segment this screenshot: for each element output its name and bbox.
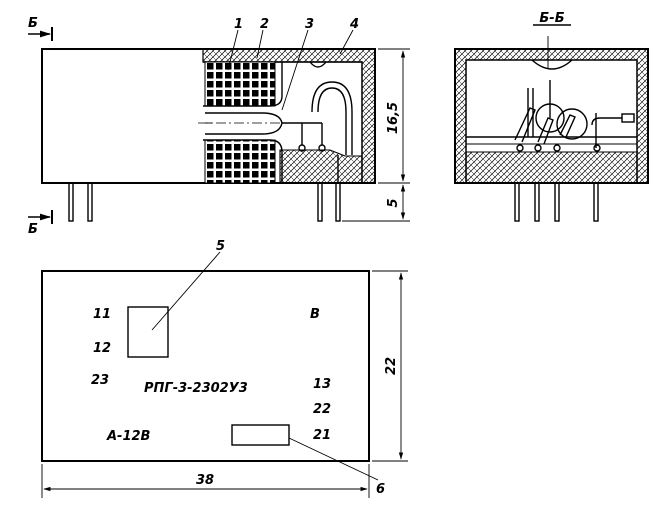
section-letter-top: Б: [28, 16, 38, 31]
marking-window: [231, 424, 290, 446]
wire-loop: [311, 81, 353, 155]
dim-22: 22: [384, 357, 399, 375]
base-compound: [279, 149, 363, 184]
rating-marking: А-12В: [106, 429, 151, 444]
callout-3: 3: [305, 17, 314, 32]
pin-label-13: 13: [313, 377, 331, 392]
pins-front: [68, 155, 341, 222]
callouts-top: 1 2 3 4: [227, 17, 359, 111]
relay-body-top: [41, 270, 370, 462]
label-window: [127, 306, 169, 358]
pins-section: [514, 182, 599, 222]
section-view: Б-Б: [454, 11, 649, 222]
section-marker-bottom: Б: [28, 210, 53, 237]
front-view: [41, 48, 376, 222]
callout-2: 2: [260, 17, 269, 32]
pin-label-21: 21: [313, 428, 331, 443]
callout-1: 1: [234, 17, 243, 32]
reed-capsule: [205, 112, 283, 135]
top-view: 5 6 11 12 23 В 13 22 21 РПГ-3-2302У3 А-1…: [41, 239, 408, 498]
coil-winding-top: [204, 61, 276, 107]
section-components: [514, 80, 635, 152]
section-base: [465, 151, 638, 184]
callout-5: 5: [216, 239, 225, 254]
mark-letter-v: В: [310, 307, 320, 322]
pin-label-23: 23: [91, 373, 109, 388]
dim-5: 5: [386, 198, 401, 207]
dim-16-5: 16,5: [386, 102, 401, 134]
pin-label-22: 22: [313, 402, 331, 417]
dim-38: 38: [196, 473, 214, 488]
coil-winding-bottom: [204, 139, 276, 184]
pin-label-11: 11: [93, 307, 111, 322]
dimension-heights: 16,5 5: [342, 48, 410, 222]
pin-label-12: 12: [93, 341, 111, 356]
model-marking: РПГ-3-2302У3: [144, 381, 248, 396]
section-letter-bottom: Б: [28, 222, 38, 237]
section-marker-top: Б: [28, 16, 53, 41]
callout-4: 4: [349, 17, 359, 32]
section-title: Б-Б: [539, 11, 564, 26]
callout-6: 6: [376, 482, 385, 497]
